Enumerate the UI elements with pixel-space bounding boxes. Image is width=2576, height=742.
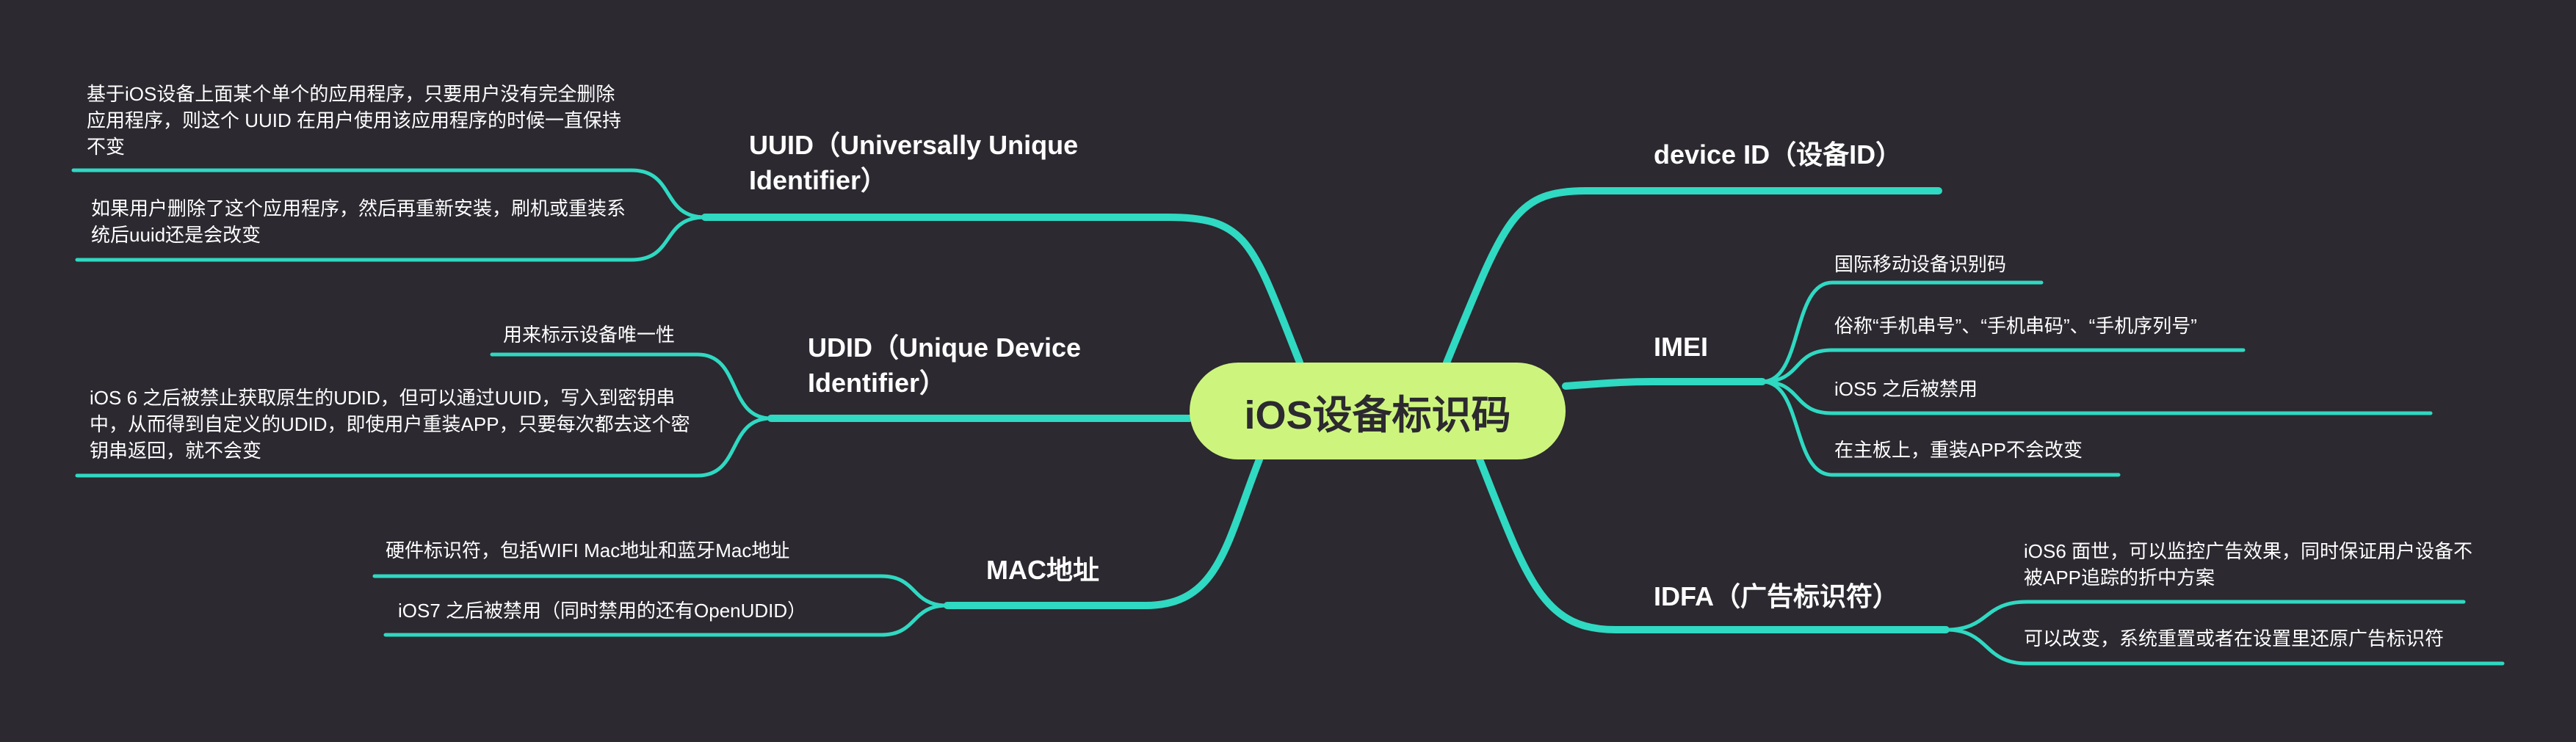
- edge-mac-leaf-1: [372, 574, 949, 608]
- edge-uuid-leaf-2: [75, 215, 707, 262]
- mac-leaf-2[interactable]: iOS7 之后被禁用（同时禁用的还有OpenUDID）: [398, 600, 807, 622]
- imei-leaf-4[interactable]: 在主板上，重装APP不会改变: [1834, 439, 2083, 461]
- root-title: iOS设备标识码: [1244, 393, 1511, 437]
- edge-root-imei: [1562, 378, 1766, 390]
- imei-leaf-1[interactable]: 国际移动设备识别码: [1834, 253, 2007, 275]
- branch-udid-title[interactable]: UDID（Unique Device Identifier）: [808, 332, 1082, 398]
- edge-root-idfa: [1476, 456, 1950, 633]
- edge-idfa-leaf-2: [1944, 628, 2505, 666]
- edge-root-device-id: [1443, 187, 1942, 366]
- edge-udid-leaf-1: [490, 352, 773, 421]
- edge-uuid-leaf-1: [71, 168, 707, 219]
- edge-idfa-leaf-1: [1944, 600, 2466, 632]
- edge-mac-leaf-2: [383, 603, 949, 637]
- imei-leaf-3[interactable]: iOS5 之后被禁用: [1834, 378, 1978, 400]
- edge-udid-leaf-2: [75, 416, 773, 478]
- branch-mac-title[interactable]: MAC地址: [986, 555, 1099, 585]
- udid-leaf-2[interactable]: iOS 6 之后被禁止获取原生的UDID，但可以通过UUID，写入到密钥串中，从…: [90, 387, 690, 462]
- branch-imei-title[interactable]: IMEI: [1654, 332, 1709, 362]
- edge-imei-leaf-3: [1760, 379, 2433, 415]
- imei-leaf-2[interactable]: 俗称“手机串号”、“手机串码”、“手机序列号”: [1834, 315, 2197, 337]
- uuid-leaf-1[interactable]: 基于iOS设备上面某个单个的应用程序，只要用户没有完全删除应用程序，则这个 UU…: [87, 83, 622, 158]
- branch-idfa-title[interactable]: IDFA（广告标识符）: [1654, 581, 1900, 611]
- edge-imei-leaf-1: [1760, 280, 2044, 384]
- idfa-leaf-1[interactable]: iOS6 面世，可以监控广告效果，同时保证用户设备不被APP追踪的折中方案: [2024, 540, 2473, 589]
- idfa-leaf-2[interactable]: 可以改变，系统重置或者在设置里还原广告标识符: [2024, 628, 2445, 650]
- edge-imei-leaf-4: [1760, 379, 2121, 477]
- uuid-leaf-2[interactable]: 如果用户删除了这个应用程序，然后再重新安装，刷机或重装系统后uuid还是会改变: [91, 197, 626, 246]
- branch-uuid-title[interactable]: UUID（Universally Unique Identifier）: [749, 130, 1079, 195]
- branch-device-id-title[interactable]: device ID（设备ID）: [1654, 139, 1903, 170]
- edge-root-uuid: [701, 214, 1303, 366]
- edge-root-mac: [944, 456, 1263, 609]
- root-node[interactable]: iOS设备标识码: [1190, 363, 1566, 459]
- udid-leaf-1[interactable]: 用来标示设备唯一性: [503, 324, 676, 346]
- mac-leaf-1[interactable]: 硬件标识符，包括WIFI Mac地址和蓝牙Mac地址: [386, 539, 790, 561]
- edge-imei-leaf-2: [1760, 348, 2246, 384]
